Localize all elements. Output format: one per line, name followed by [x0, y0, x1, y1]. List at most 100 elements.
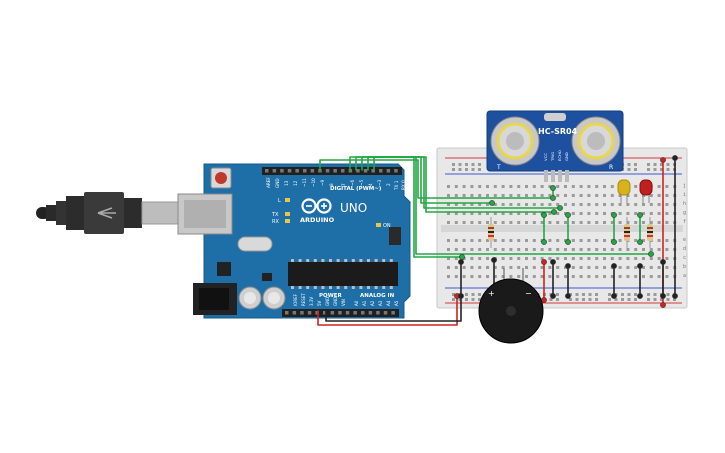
chip-pin: [306, 259, 310, 262]
reset-button[interactable]: [215, 172, 227, 184]
breadboard-hole: [462, 275, 466, 278]
breadboard-hole: [556, 275, 560, 278]
breadboard-hole: [657, 248, 661, 251]
led-red[interactable]: [639, 179, 653, 203]
breadboard-hole: [665, 203, 669, 206]
breadboard-hole: [603, 239, 606, 242]
breadboard-hole: [509, 266, 513, 269]
breadboard-hole: [525, 212, 528, 215]
rail-hole: [653, 298, 657, 301]
breadboard-hole: [556, 185, 560, 188]
breadboard-hole: [462, 212, 466, 215]
breadboard-hole: [657, 203, 661, 206]
breadboard-hole: [571, 194, 575, 197]
breadboard-hole: [478, 248, 482, 251]
resistor[interactable]: [488, 217, 494, 248]
breadboard-hole: [540, 203, 544, 206]
hc-sr04-sensor[interactable]: HC-SR04 T R VCC TRIG ECHO GND: [486, 110, 624, 182]
breadboard-hole: [603, 203, 606, 206]
rail-hole: [575, 298, 579, 301]
breadboard-hole: [540, 221, 544, 224]
pin-label: ~10: [311, 178, 316, 187]
breadboard-hole: [649, 212, 653, 215]
wire-endpoint: [565, 293, 571, 299]
rail-hole: [621, 298, 624, 301]
wire-endpoint: [672, 293, 678, 299]
row-label-e: e: [683, 237, 686, 243]
header-pin: [295, 169, 299, 173]
breadboard-hole: [579, 212, 583, 215]
breadboard-hole: [501, 212, 505, 215]
breadboard-hole: [470, 212, 474, 215]
breadboard-hole: [610, 203, 614, 206]
breadboard-hole: [454, 239, 458, 242]
chip-pin: [344, 259, 348, 262]
breadboard-hole: [642, 257, 645, 260]
pin-label: GND: [333, 297, 338, 306]
breadboard-hole: [595, 275, 599, 278]
breadboard-hole: [634, 266, 638, 269]
breadboard-hole: [665, 221, 669, 224]
pin-label: A2: [370, 300, 375, 306]
breadboard-hole: [454, 185, 458, 188]
breadboard-hole: [587, 266, 591, 269]
breadboard-hole: [649, 257, 653, 260]
breadboard-hole: [509, 239, 513, 242]
breadboard-hole: [665, 185, 669, 188]
breadboard-hole: [579, 203, 583, 206]
breadboard-hole: [493, 275, 497, 278]
digital-header[interactable]: [262, 167, 402, 175]
chip-pin: [291, 259, 294, 262]
breadboard-hole: [462, 185, 466, 188]
wire-green[interactable]: [319, 159, 554, 199]
breadboard-hole: [595, 185, 599, 188]
led-yellow[interactable]: [617, 179, 631, 203]
breadboard-hole: [447, 185, 450, 188]
wire-black[interactable]: [325, 295, 462, 322]
chip-pin: [351, 286, 355, 289]
breadboard-hole: [470, 221, 474, 224]
arduino-uno-board[interactable]: AREF GND 13 12 ~11 ~10 ~9 8 7 ~6 ~5 4 ~3…: [177, 163, 411, 319]
breadboard-hole: [665, 248, 669, 251]
breadboard-hole: [634, 203, 638, 206]
breadboard-hole: [579, 275, 583, 278]
breadboard-hole: [610, 221, 614, 224]
wire-endpoint: [660, 259, 666, 265]
piezo-buzzer[interactable]: + −: [478, 268, 544, 344]
rail-hole: [582, 298, 585, 301]
rail-hole: [569, 298, 572, 301]
wire-endpoint: [637, 212, 643, 218]
breadboard-hole: [540, 275, 544, 278]
wire-endpoint: [459, 254, 465, 260]
breadboard-hole: [556, 266, 560, 269]
breadboard-hole: [454, 257, 458, 260]
breadboard-hole: [478, 185, 482, 188]
rail-hole: [653, 163, 657, 166]
breadboard-hole: [470, 239, 474, 242]
breadboard-hole: [493, 266, 497, 269]
breadboard-hole: [642, 221, 645, 224]
wire-endpoints: [454, 155, 678, 308]
usb-cable[interactable]: [36, 192, 181, 234]
chip-pin: [313, 259, 317, 262]
header-pin: [386, 169, 391, 173]
breadboard-hole: [564, 248, 567, 251]
breadboard-hole: [517, 266, 521, 269]
breadboard-hole: [579, 248, 583, 251]
breadboard-hole: [587, 203, 591, 206]
wire-red[interactable]: [317, 295, 458, 326]
breadboard-hole: [548, 221, 552, 224]
breadboard-hole: [556, 248, 560, 251]
wire-green[interactable]: [373, 156, 555, 213]
rail-hole: [452, 298, 455, 301]
breadboard-hole: [532, 221, 536, 224]
chip-pin: [329, 259, 332, 262]
rail-hole: [634, 168, 637, 171]
breadboard-hole: [532, 212, 536, 215]
resistor[interactable]: [647, 217, 653, 248]
rail-hole: [471, 298, 475, 301]
breadboard-hole: [579, 185, 583, 188]
breadboard-hole: [657, 221, 661, 224]
chip-pin: [291, 286, 294, 289]
resistor[interactable]: [624, 217, 630, 248]
